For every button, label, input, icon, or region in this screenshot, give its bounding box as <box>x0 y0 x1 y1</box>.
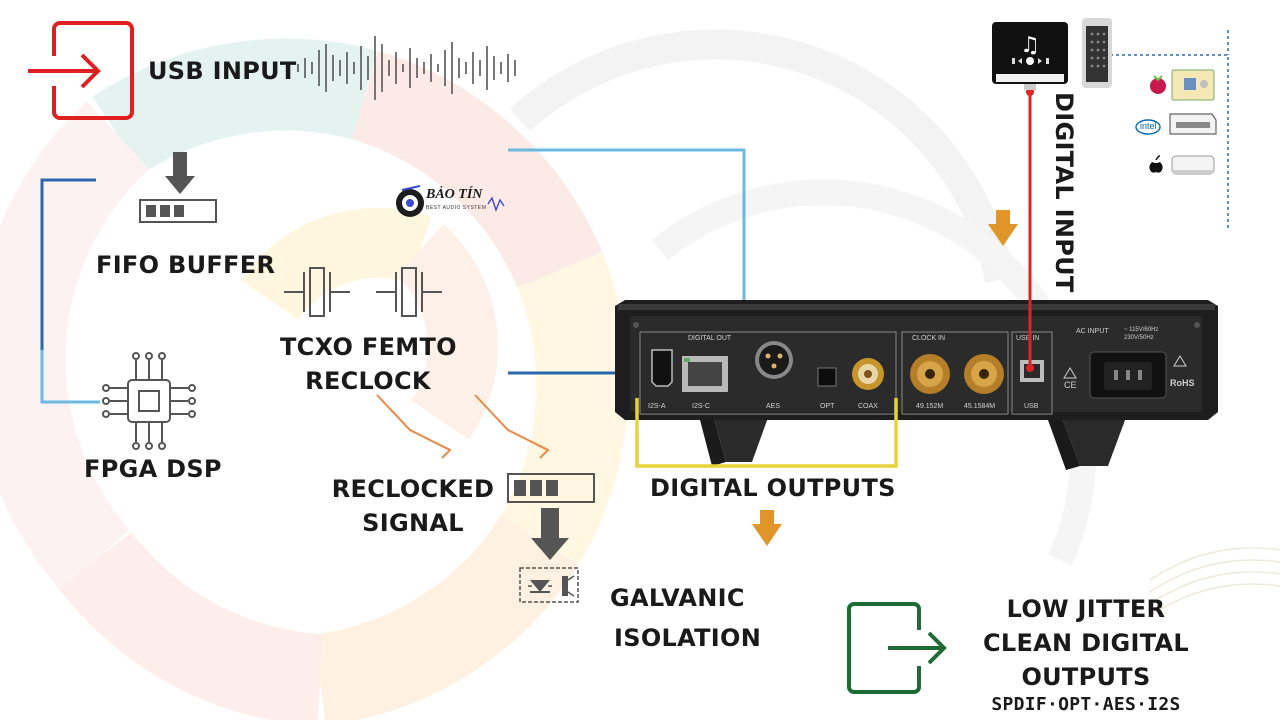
digital-outputs-label: DIGITAL OUTPUTS <box>650 474 896 502</box>
clean-digital-label: CLEAN DIGITAL <box>982 629 1190 657</box>
port-aes-label: AES <box>766 403 781 410</box>
brand-logo-tagline: BEST AUDIO SYSTEM <box>426 205 487 211</box>
intel-badge: intel <box>1140 121 1157 131</box>
galvanic-isolation-label: GALVANIC ISOLATION <box>610 578 761 658</box>
port-opt-label: OPT <box>820 403 835 410</box>
fpga-dsp-label: FPGA DSP <box>84 455 222 483</box>
device-clock-in-label: CLOCK IN <box>912 335 946 342</box>
outputs-label: OUTPUTS <box>1021 663 1151 691</box>
output-formats-label: SPDIF·OPT·AES·I2S <box>991 694 1181 715</box>
device-usb-in-label: USB IN <box>1016 335 1040 342</box>
port-i2s-a-label: I2S-A <box>648 403 666 410</box>
low-jitter-label: LOW JITTER <box>1006 595 1166 623</box>
galvanic-label-line2: ISOLATION <box>614 624 762 652</box>
reclocked-signal-label: RECLOCKED SIGNAL <box>330 472 496 540</box>
port-i2s-c-label: I2S-C <box>692 403 710 410</box>
ce-mark: CE <box>1064 380 1077 390</box>
brand-logo-name: BẢO TÍN <box>426 187 483 202</box>
reclocked-label-line2: SIGNAL <box>362 509 464 537</box>
port-clock2-label: 45.1584M <box>964 403 996 410</box>
svg-text:♫: ♫ <box>1020 33 1040 58</box>
device-ac-input-label: AC INPUT <box>1076 328 1109 335</box>
fifo-buffer-label: FIFO BUFFER <box>96 251 276 279</box>
port-coax-label: COAX <box>858 403 878 410</box>
tcxo-label-line1: TCXO FEMTO <box>280 333 457 361</box>
device-voltage-label: ~ 115V/60Hz 230V/50Hz <box>1124 327 1159 341</box>
rohs-mark: RoHS <box>1170 378 1195 388</box>
tcxo-label: TCXO FEMTO RECLOCK <box>280 330 457 398</box>
reclocked-label-line1: RECLOCKED <box>331 475 495 503</box>
port-clock1-label: 49.152M <box>916 403 944 410</box>
low-jitter-block: LOW JITTER CLEAN DIGITAL OUTPUTS <box>966 592 1206 694</box>
tcxo-label-line2: RECLOCK <box>305 367 431 395</box>
galvanic-label-line1: GALVANIC <box>610 584 745 612</box>
usb-input-label: USB INPUT <box>148 57 297 85</box>
device-digital-out-label: DIGITAL OUT <box>688 335 732 342</box>
port-usb-label: USB <box>1024 403 1039 410</box>
